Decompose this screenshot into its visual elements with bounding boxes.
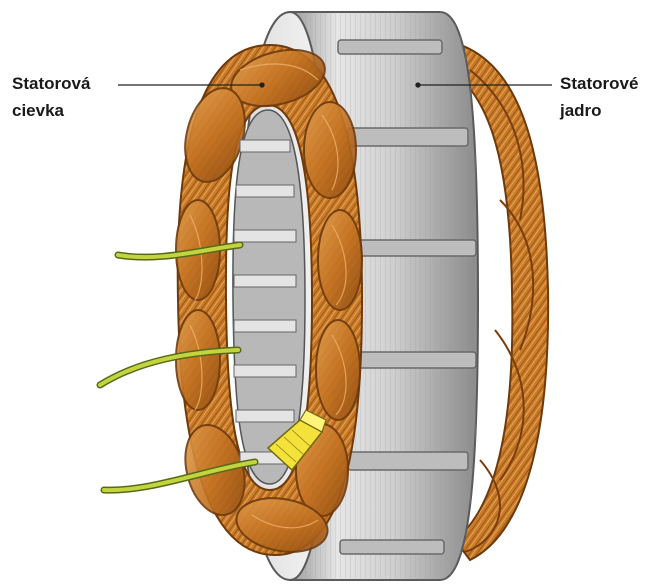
label-stator-coil-line2: cievka	[12, 97, 90, 124]
label-stator-core: Statorové jadro	[560, 70, 638, 124]
label-stator-core-line2: jadro	[560, 97, 638, 124]
label-stator-coil-line1: Statorová	[12, 70, 90, 97]
label-stator-coil: Statorová cievka	[12, 70, 90, 124]
label-stator-core-line1: Statorové	[560, 70, 638, 97]
